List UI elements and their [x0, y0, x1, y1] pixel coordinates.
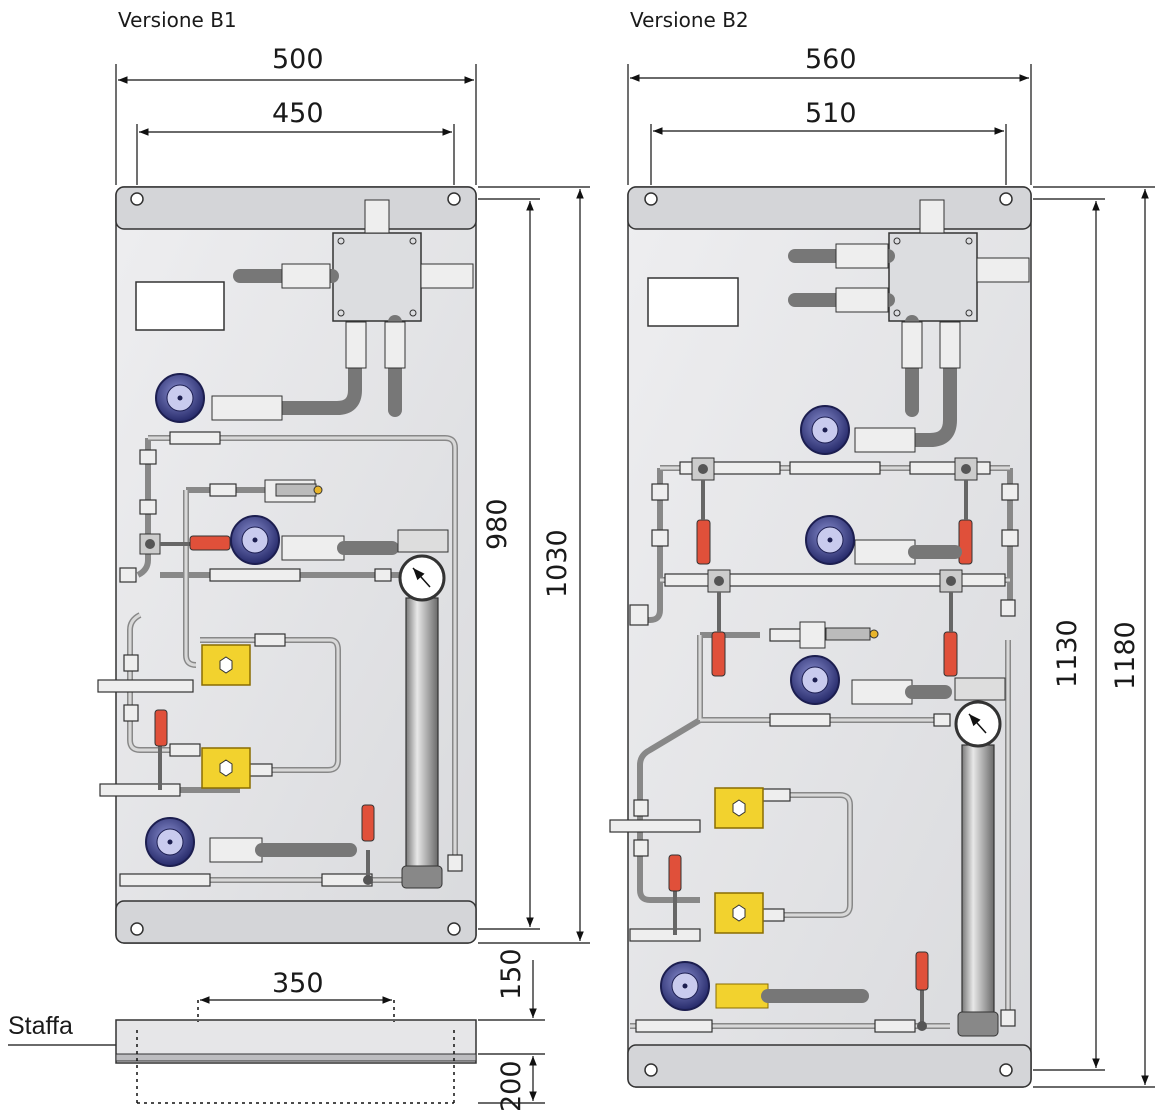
b1-width-holes: 450 — [272, 98, 324, 129]
b1-red-handle-2 — [154, 709, 168, 747]
b2-height-holes: 1130 — [1052, 619, 1083, 688]
b2-red-handle-2 — [958, 519, 973, 565]
b2-junction-box — [888, 232, 978, 322]
version-b2-label: Versione B2 — [630, 8, 749, 32]
b1-red-handle-3 — [361, 804, 375, 842]
b1-junction-box — [332, 232, 422, 322]
b1-dimensions — [115, 64, 590, 944]
b2-width-outer: 560 — [805, 44, 857, 75]
b1-hole-tl — [130, 192, 144, 206]
bracket-spacing: 350 — [272, 968, 324, 999]
b1-width-outer: 500 — [272, 44, 324, 75]
bracket-depth: 200 — [496, 1060, 527, 1112]
b2-nameplate — [647, 277, 739, 327]
bracket-height: 150 — [496, 948, 527, 1000]
b1-hole-tr — [447, 192, 461, 206]
b1-red-handle-1 — [189, 535, 231, 551]
panel-b2 — [609, 186, 1032, 1088]
b2-bottom-strip — [627, 1044, 1032, 1088]
b2-red-handle-1 — [696, 519, 711, 565]
version-b1-label: Versione B1 — [118, 8, 237, 32]
b2-red-handle-6 — [915, 951, 929, 991]
staffa-label: Staffa — [8, 1012, 73, 1040]
bracket — [8, 960, 545, 1104]
b1-bottom-strip — [115, 900, 477, 944]
b2-height-outer: 1180 — [1110, 621, 1141, 690]
b1-hole-bl — [130, 922, 144, 936]
b2-dimensions — [627, 64, 1155, 1088]
b1-top-strip — [115, 186, 477, 230]
b2-red-handle-4 — [943, 631, 958, 677]
b2-red-handle-3 — [711, 631, 726, 677]
b1-cylinder — [405, 597, 439, 869]
panel-b1 — [97, 186, 477, 944]
b2-cylinder — [961, 744, 995, 1016]
b2-width-holes: 510 — [805, 98, 857, 129]
b2-top-strip — [627, 186, 1032, 230]
b1-height-outer: 1030 — [542, 529, 573, 598]
b2-red-handle-5 — [668, 854, 682, 892]
b1-hole-br — [447, 922, 461, 936]
b1-height-holes: 980 — [482, 498, 513, 550]
b1-nameplate — [135, 281, 225, 331]
